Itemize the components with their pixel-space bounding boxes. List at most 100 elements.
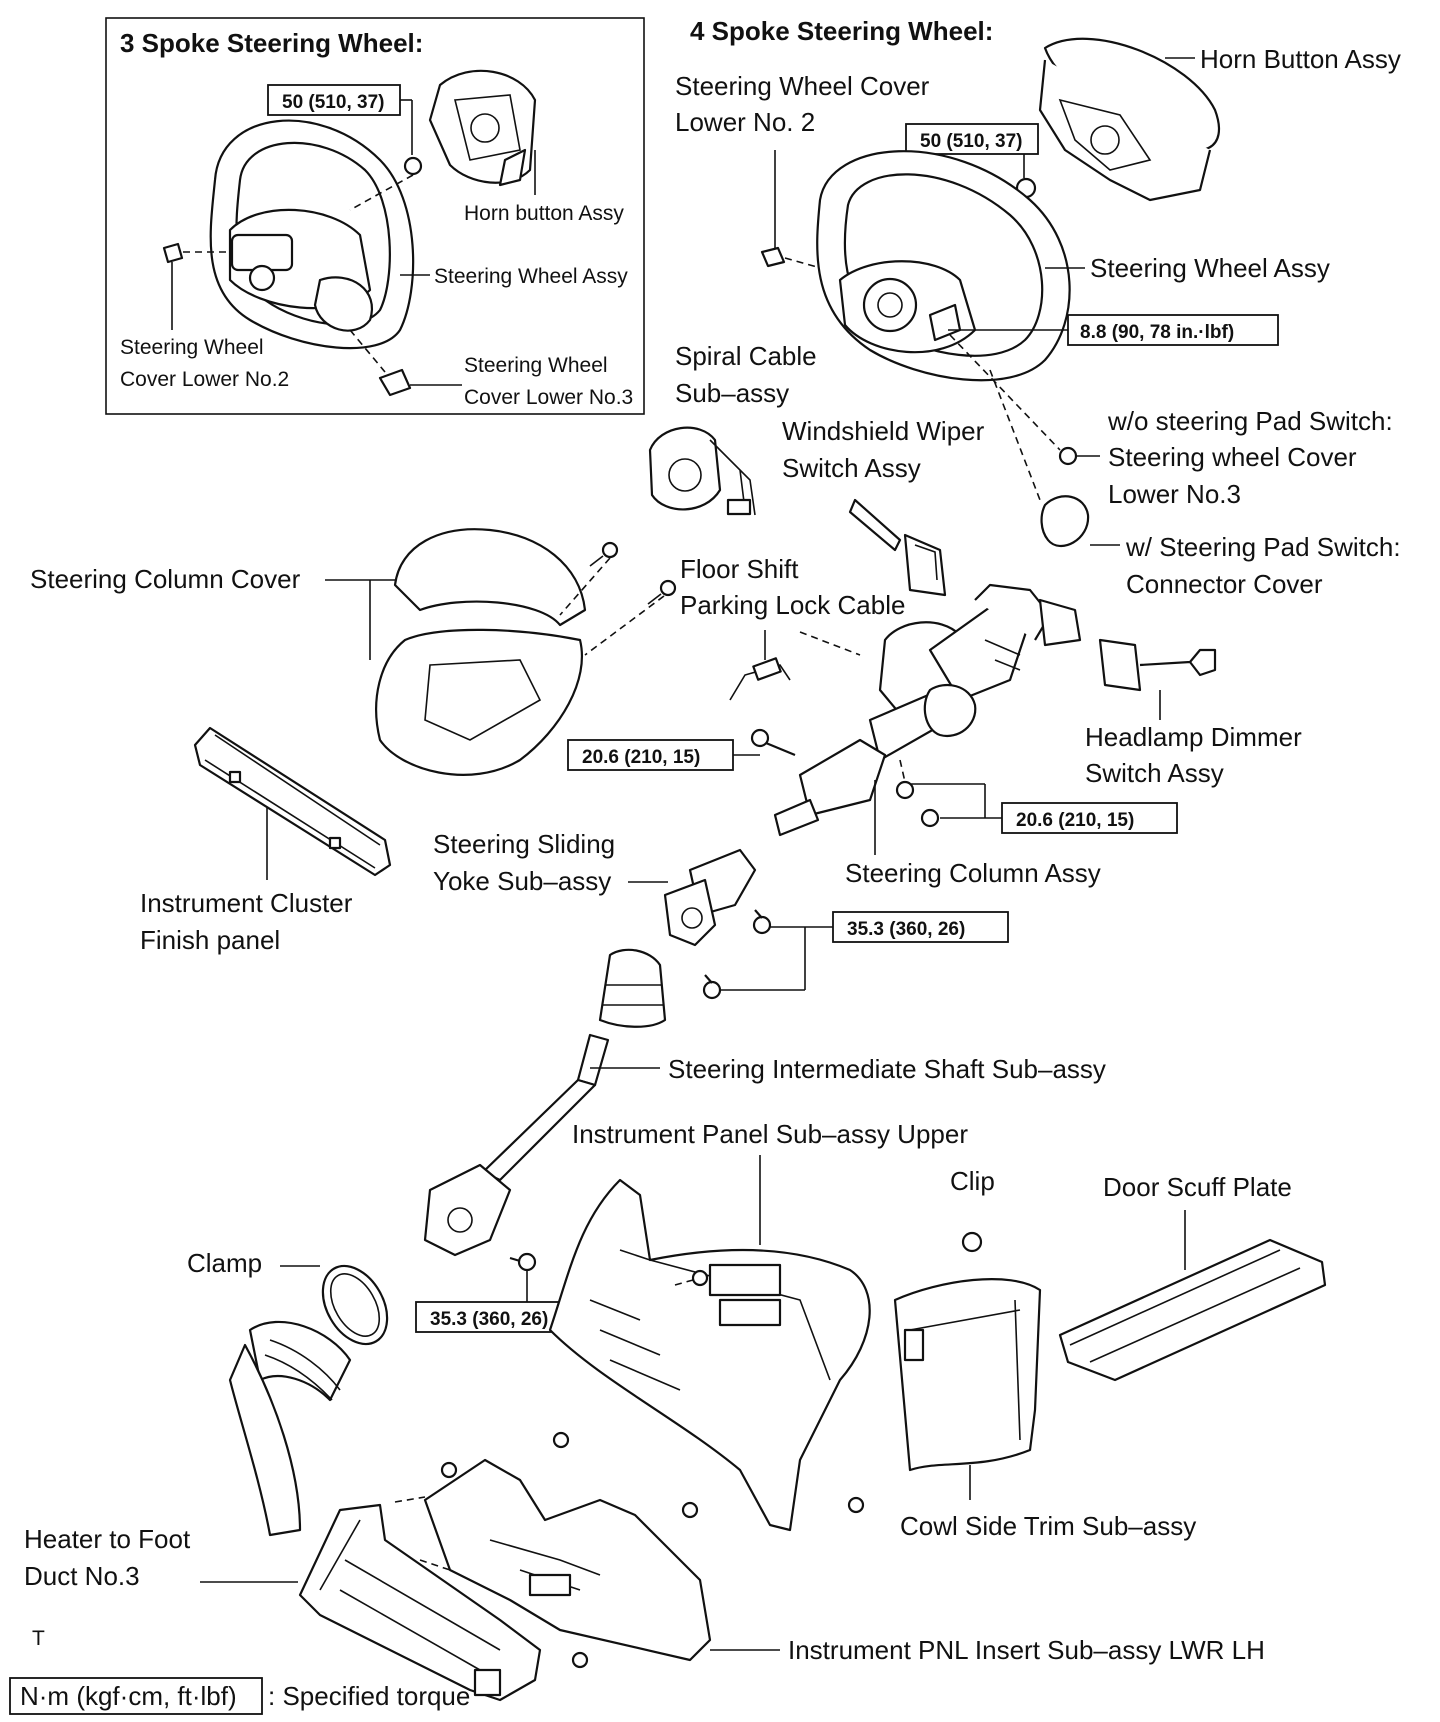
horn-nut-torque-box <box>905 123 1039 155</box>
clip-part <box>961 1231 983 1253</box>
inset-cover-no3 <box>378 368 412 397</box>
heater-duct-elbow <box>228 1320 352 1537</box>
horn-button-assy <box>1038 37 1221 202</box>
w-pad-label-2: Connector Cover <box>1126 569 1323 599</box>
floor-shift-label-1: Floor Shift <box>680 554 799 584</box>
cowl-trim-label: Cowl Side Trim Sub–assy <box>900 1511 1196 1541</box>
intermediate-shaft <box>423 1033 610 1257</box>
intermediate-shaft-label: Steering Intermediate Shaft Sub–assy <box>668 1054 1106 1084</box>
wheel-screw-torque-value: 8.8 (90, 78 in.·lbf) <box>1080 322 1234 343</box>
intermediate-shaft-boot <box>598 948 667 1028</box>
inset-torque-box <box>267 84 401 116</box>
column-bolt-right-2 <box>920 808 940 828</box>
horn-nut-torque-value: 50 (510, 37) <box>920 131 1022 152</box>
legend-torque-box <box>9 1677 263 1715</box>
column-bolt-left-torque-value: 20.6 (210, 15) <box>582 747 700 768</box>
headlamp-label-2: Switch Assy <box>1085 758 1224 788</box>
instrument-panel-upper <box>548 1178 871 1532</box>
steering-wheel-label: Steering Wheel Assy <box>1090 253 1330 283</box>
instrument-cluster-finish-panel <box>193 726 392 877</box>
inset-cover-no2-label-2: Cover Lower No.2 <box>120 368 289 391</box>
insert-lwr-label: Instrument PNL Insert Sub–assy LWR LH <box>788 1635 1265 1665</box>
wo-pad-label-1: w/o steering Pad Switch: <box>1107 406 1393 436</box>
steering-column-cover <box>375 528 587 776</box>
cover-lower-no2-part <box>760 246 786 268</box>
column-bolt-left <box>750 728 796 757</box>
spiral-cable <box>648 426 756 516</box>
yoke-bolt-2 <box>702 974 722 1000</box>
clamp-label: Clamp <box>187 1248 262 1278</box>
inset-cover-no3-label-2: Cover Lower No.3 <box>464 386 633 409</box>
insert-screw-2 <box>440 1461 458 1479</box>
wiper-switch-label-1: Windshield Wiper <box>782 416 985 446</box>
four-spoke-heading: 4 Spoke Steering Wheel: <box>690 16 993 46</box>
headlamp-label-1: Headlamp Dimmer <box>1085 722 1302 752</box>
instrument-pnl-insert-lwr <box>423 1458 712 1662</box>
cluster-label-2: Finish panel <box>140 925 280 955</box>
wiper-switch-label-2: Switch Assy <box>782 453 921 483</box>
door-scuff-label: Door Scuff Plate <box>1103 1172 1292 1202</box>
inset-steering-wheel <box>209 119 415 350</box>
column-assy-label: Steering Column Assy <box>845 858 1101 888</box>
sliding-yoke-label-1: Steering Sliding <box>433 829 615 859</box>
yoke-bolt-torque-value: 35.3 (360, 26) <box>847 919 965 940</box>
heater-duct-no3 <box>298 1503 542 1702</box>
panel-upper-screw-1 <box>691 1269 709 1287</box>
wheel-screw-torque-box <box>1067 314 1279 346</box>
insert-screw-3 <box>681 1501 699 1519</box>
floor-shift-label-2: Parking Lock Cable <box>680 590 905 620</box>
wo-pad-label-3: Lower No.3 <box>1108 479 1241 509</box>
cover-lower-no2-label-2: Lower No. 2 <box>675 107 815 137</box>
headlamp-dimmer-switch <box>1098 638 1217 692</box>
inset-horn-button-label: Horn button Assy <box>464 202 624 225</box>
clamp <box>321 1264 389 1346</box>
legend-unit: N·m (kgf·cm, ft·lbf) <box>20 1681 237 1711</box>
column-bolt-right-torque-value: 20.6 (210, 15) <box>1016 810 1134 831</box>
legend-meaning: : Specified torque <box>268 1681 470 1711</box>
steering-column-assy <box>773 583 1082 837</box>
inset-torque-value: 50 (510, 37) <box>282 92 384 113</box>
clip-label: Clip <box>950 1166 995 1196</box>
inset-steering-wheel-label: Steering Wheel Assy <box>434 265 628 288</box>
wo-pad-label-2: Steering wheel Cover <box>1108 442 1357 472</box>
insert-screw-4 <box>571 1651 589 1669</box>
cluster-label-1: Instrument Cluster <box>140 888 353 918</box>
inset-cover-no3-label-1: Steering Wheel <box>464 354 608 377</box>
three-spoke-heading: 3 Spoke Steering Wheel: <box>120 28 423 58</box>
column-cover-label: Steering Column Cover <box>30 564 301 594</box>
sliding-yoke-label-2: Yoke Sub–assy <box>433 866 611 896</box>
inset-horn-nut <box>403 156 423 176</box>
insert-screw-1 <box>552 1431 570 1449</box>
inset-horn-button <box>428 69 537 187</box>
column-cover-screw-1 <box>589 541 619 567</box>
cover-lower-no2-label-1: Steering Wheel Cover <box>675 71 930 101</box>
cover-lower-no3-part <box>1058 446 1078 466</box>
shaft-bolt-torque-value: 35.3 (360, 26) <box>430 1309 548 1330</box>
column-bolt-right-torque-box <box>1001 802 1178 834</box>
panel-upper-label: Instrument Panel Sub–assy Upper <box>572 1119 968 1149</box>
t-mark: T <box>32 1627 45 1650</box>
inset-cover-no2-label-1: Steering Wheel <box>120 336 264 359</box>
parking-lock-cable <box>729 657 791 701</box>
steering-wheel-assy <box>816 150 1071 382</box>
column-bolt-right-1 <box>895 780 915 800</box>
spiral-cable-label-2: Sub–assy <box>675 378 789 408</box>
connector-cover-part <box>1040 495 1090 547</box>
sliding-yoke <box>663 848 757 947</box>
cowl-side-trim <box>893 1277 1042 1472</box>
w-pad-label-1: w/ Steering Pad Switch: <box>1125 532 1401 562</box>
inset-cover-no2 <box>162 242 184 264</box>
heater-duct-label-1: Heater to Foot <box>24 1524 191 1554</box>
horn-button-label: Horn Button Assy <box>1200 44 1401 74</box>
three-spoke-inset-frame <box>105 17 645 415</box>
wiper-switch <box>848 498 947 597</box>
spiral-cable-label-1: Spiral Cable <box>675 341 817 371</box>
yoke-bolt-1 <box>752 909 772 935</box>
column-bolt-left-torque-box <box>567 739 734 771</box>
insert-screw-5 <box>847 1496 865 1514</box>
heater-duct-label-2: Duct No.3 <box>24 1561 140 1591</box>
shaft-bolt <box>509 1252 537 1272</box>
column-cover-screw-2 <box>647 579 677 605</box>
door-scuff-plate <box>1058 1238 1327 1382</box>
